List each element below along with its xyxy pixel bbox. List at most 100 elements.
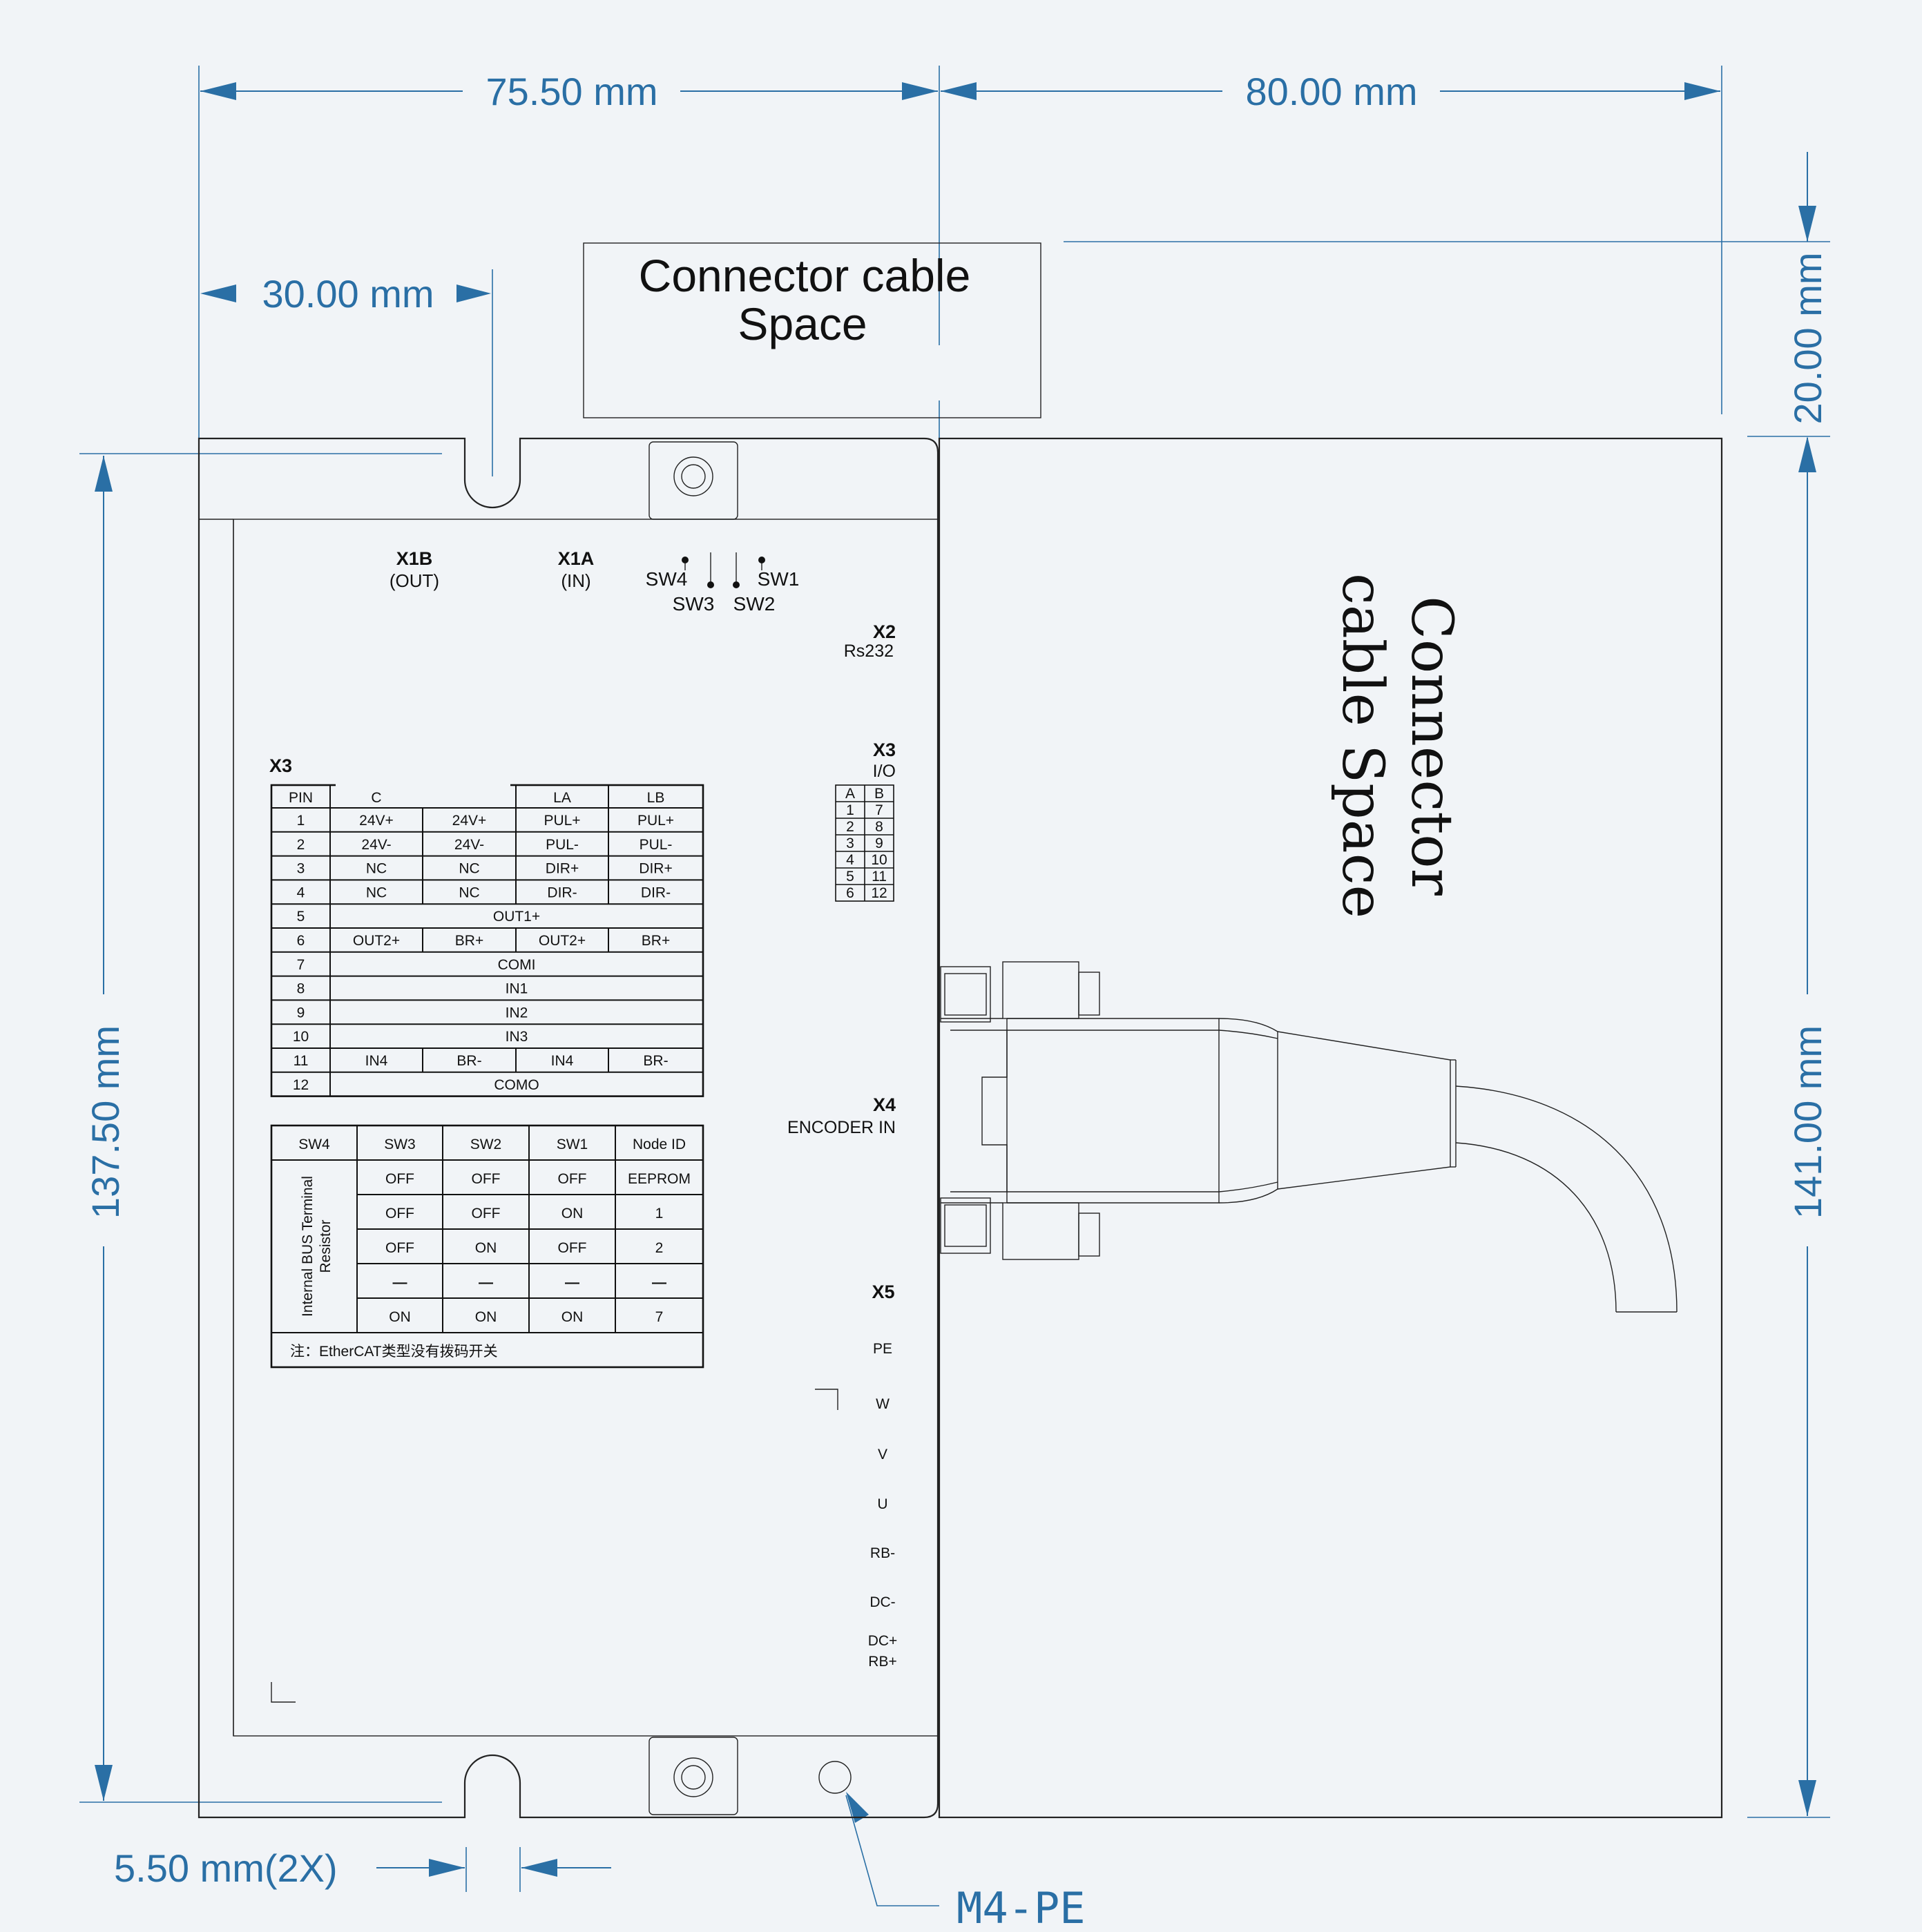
switch-side-label: Resistor	[318, 1219, 334, 1273]
switch-table-note: 注：EtherCAT类型没有拨码开关	[290, 1344, 498, 1360]
x4-sub: ENCODER IN	[787, 1118, 896, 1137]
x3-table-cell: OUT2+	[353, 933, 400, 949]
pin-grid-cell: 2	[846, 819, 854, 835]
x3-table-cell: OUT2+	[539, 933, 586, 949]
x3-table-pin: 8	[297, 981, 305, 997]
x3-table-cell: DIR+	[639, 861, 672, 877]
x3-table-cell: PUL-	[640, 837, 673, 853]
dimension-lines: 75.50 mm 80.00 mm 30.00 mm 20.00 mm 141.…	[79, 66, 1830, 1932]
x3-table-cell: DIR-	[547, 885, 577, 900]
pin-grid-cell: 12	[871, 885, 887, 901]
switch-table-cell: ON	[475, 1240, 497, 1256]
switch-table-cell: —	[393, 1275, 407, 1291]
x3-table-cell: IN4	[551, 1053, 574, 1069]
x3-table-cell: PUL+	[637, 813, 674, 829]
pin-grid-cell: 10	[871, 852, 887, 868]
x3-table-cell: PUL+	[544, 813, 580, 829]
top-space-line2: Space	[738, 298, 867, 349]
x3-table-cell: NC	[459, 885, 479, 900]
x1a-label: X1A	[558, 548, 595, 569]
connector-labels: X1B (OUT) X1A (IN) SW4 SW3 SW2 SW1 X2 Rs…	[390, 548, 897, 1670]
x3-table-pin: 1	[297, 813, 305, 829]
dip-switch-icon	[682, 552, 765, 588]
x3-table-cell: BR+	[642, 933, 670, 949]
x3-table-cell: IN2	[506, 1005, 528, 1021]
switch-table-cell: ON	[561, 1309, 584, 1325]
pin-grid-cell: 3	[846, 835, 854, 851]
switch-table-cell: 7	[655, 1309, 664, 1325]
top-cable-space: Connector cable Space	[583, 242, 1041, 418]
x3-table-cell: IN3	[506, 1029, 528, 1045]
switch-table-cell: —	[652, 1275, 666, 1291]
pin-grid-cell: 7	[875, 802, 883, 818]
pin-grid-cell: 6	[846, 885, 854, 901]
switch-table-cell: ON	[475, 1309, 497, 1325]
x1a-sub: (IN)	[561, 570, 590, 591]
switch-table-header: Node ID	[633, 1137, 686, 1152]
driver-outline	[198, 437, 939, 1819]
pin-grid-cell: 9	[875, 835, 883, 851]
x5-pin-label: DC+	[868, 1633, 898, 1649]
switch-table-cell: OFF	[558, 1171, 587, 1187]
x3-table-header: C	[371, 790, 381, 806]
x4-label: X4	[873, 1094, 896, 1115]
x5-pin-label: PE	[873, 1341, 892, 1357]
switch-table-cell: OFF	[472, 1206, 501, 1221]
x5-pin-label: W	[876, 1396, 890, 1412]
x3-table-cell: BR-	[457, 1053, 481, 1069]
switch-side-label: Internal BUS Terminal	[300, 1176, 316, 1317]
sw3-label: SW3	[673, 593, 715, 615]
pin-grid-header: A	[845, 786, 855, 802]
switch-table-cell: OFF	[472, 1171, 501, 1187]
dim-height-left: 137.50 mm	[84, 1025, 127, 1219]
switch-table-cell: ON	[389, 1309, 411, 1325]
x5-pin-label: V	[878, 1447, 887, 1462]
pin-grid-cell: 11	[872, 869, 887, 885]
x3-table-cell: IN1	[506, 981, 528, 997]
x3-table-pin: 7	[297, 957, 305, 973]
switch-table-header: SW3	[384, 1137, 416, 1152]
dim-mount-offset: 30.00 mm	[262, 272, 434, 316]
x3-table-title: X3	[269, 755, 292, 776]
side-cable-space: Connector cable Space	[938, 437, 1723, 1819]
x3-table-header: PIN	[289, 790, 313, 806]
dim-slot: 5.50 mm(2X)	[114, 1846, 338, 1890]
x3-table-cell: PUL-	[546, 837, 579, 853]
x5-pin-label: DC-	[869, 1594, 895, 1610]
pin-grid-cell: 4	[846, 852, 854, 868]
x3-table-cell: NC	[459, 861, 479, 877]
x5-pin-label: RB+	[868, 1654, 896, 1670]
x3-table-pin: 11	[294, 1053, 309, 1069]
x3-table-header: LB	[647, 790, 665, 806]
x3-table-cell: BR-	[643, 1053, 668, 1069]
top-space-line1: Connector cable	[639, 250, 971, 301]
x2-sub: Rs232	[844, 641, 894, 661]
pin-grid-header: B	[874, 786, 884, 802]
sw4-label: SW4	[646, 568, 688, 590]
dim-top-space: 20.00 mm	[1786, 253, 1829, 425]
x1b-sub: (OUT)	[390, 570, 439, 591]
x3-pin-grid: A B 1 7 2 8 3 9 4 10 5 11 6 12	[835, 784, 894, 902]
x3-table-pin: 12	[293, 1077, 309, 1093]
x3-table-pin: 6	[297, 933, 305, 949]
switch-table-cell: OFF	[385, 1206, 414, 1221]
ground-screw-label: M4-PE	[957, 1883, 1086, 1932]
x3-table-cell: OUT1+	[493, 909, 540, 925]
x3-table-cell: BR+	[455, 933, 483, 949]
pin-grid-cell: 8	[875, 819, 883, 835]
x3-table-pin: 3	[297, 861, 305, 877]
x3-table-cell: 24V+	[359, 813, 394, 829]
x3-table-pin: 9	[297, 1005, 305, 1021]
pin-grid-cell: 1	[846, 802, 854, 818]
pin-grid-cell: 5	[846, 869, 854, 885]
switch-table-header: SW2	[470, 1137, 502, 1152]
x3-table-pin: 2	[297, 837, 305, 853]
switch-table-cell: OFF	[385, 1171, 414, 1187]
x3-side-sub: I/O	[873, 762, 896, 781]
dim-height-right: 141.00 mm	[1786, 1025, 1829, 1219]
x3-table-cell: 24V-	[454, 837, 484, 853]
x3-table-pin: 5	[297, 909, 305, 925]
